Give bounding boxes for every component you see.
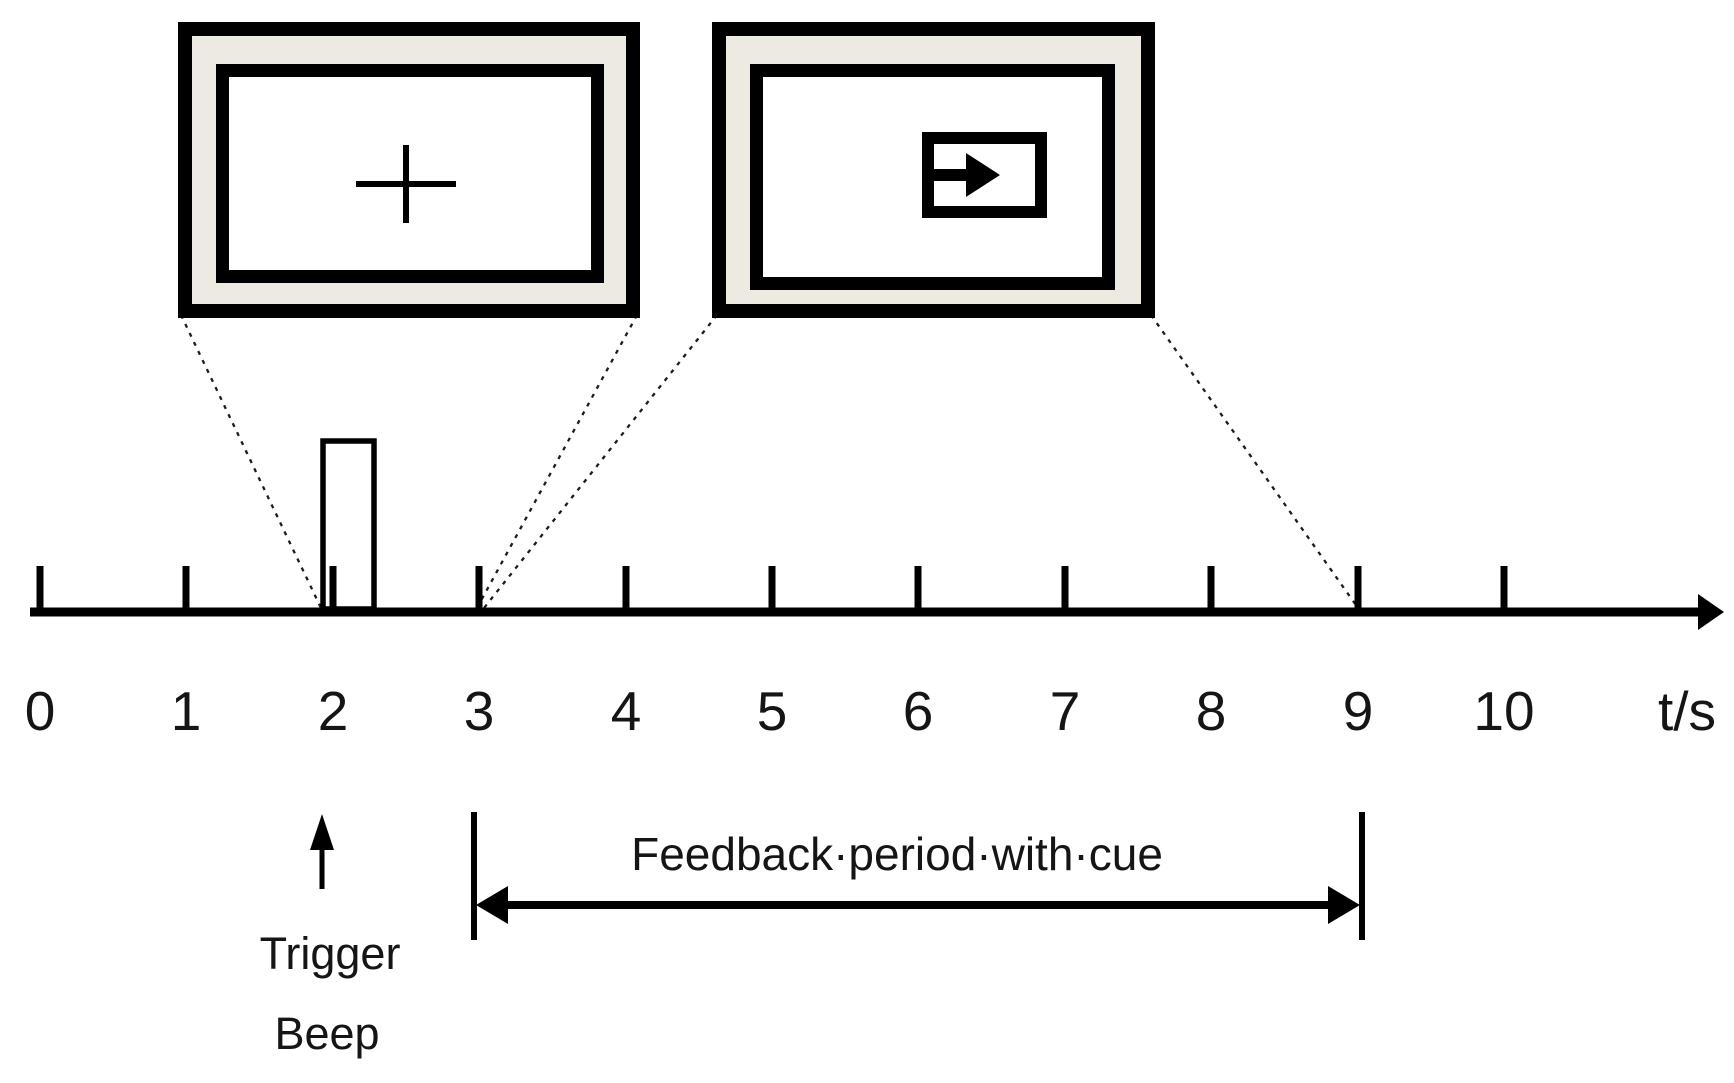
trigger-up-arrow-icon [310,814,334,889]
tick-label-6: 6 [902,680,934,742]
projection-line-fixation-end [475,314,639,609]
axis-arrowhead-icon [1698,594,1724,630]
axis-unit-label: t/s [1657,680,1717,742]
right-arrow-cue-icon [934,153,1000,197]
time-axis [30,566,1724,630]
tick-label-0: 0 [24,680,56,742]
tick-label-5: 5 [756,680,788,742]
projection-line-cue-start [483,314,718,609]
fixation-cross-icon [356,145,456,223]
beep-label: Beep [274,1008,380,1059]
projection-line-fixation-start [179,314,323,609]
feedback-arrowhead-right-icon [1328,886,1360,924]
feedback-arrowhead-left-icon [476,886,508,924]
tick-label-2: 2 [317,680,349,742]
axis-ticks [36,566,1508,611]
fixation-screen [178,22,640,318]
tick-label-7: 7 [1049,680,1081,742]
tick-label-9: 9 [1342,680,1374,742]
tick-label-4: 4 [610,680,642,742]
fixation-screen-display [216,64,604,283]
feedback-period-label: Feedback·period·with·cue [631,828,1163,880]
cue-screen [712,22,1155,318]
trigger-label: Trigger [259,928,401,979]
tick-label-10: 10 [1473,680,1535,742]
projection-lines [179,314,1359,609]
feedback-period-bracket [471,812,1365,940]
projection-line-cue-end [1150,314,1359,609]
tick-label-8: 8 [1195,680,1227,742]
tick-label-3: 3 [463,680,495,742]
tick-label-1: 1 [170,680,202,742]
